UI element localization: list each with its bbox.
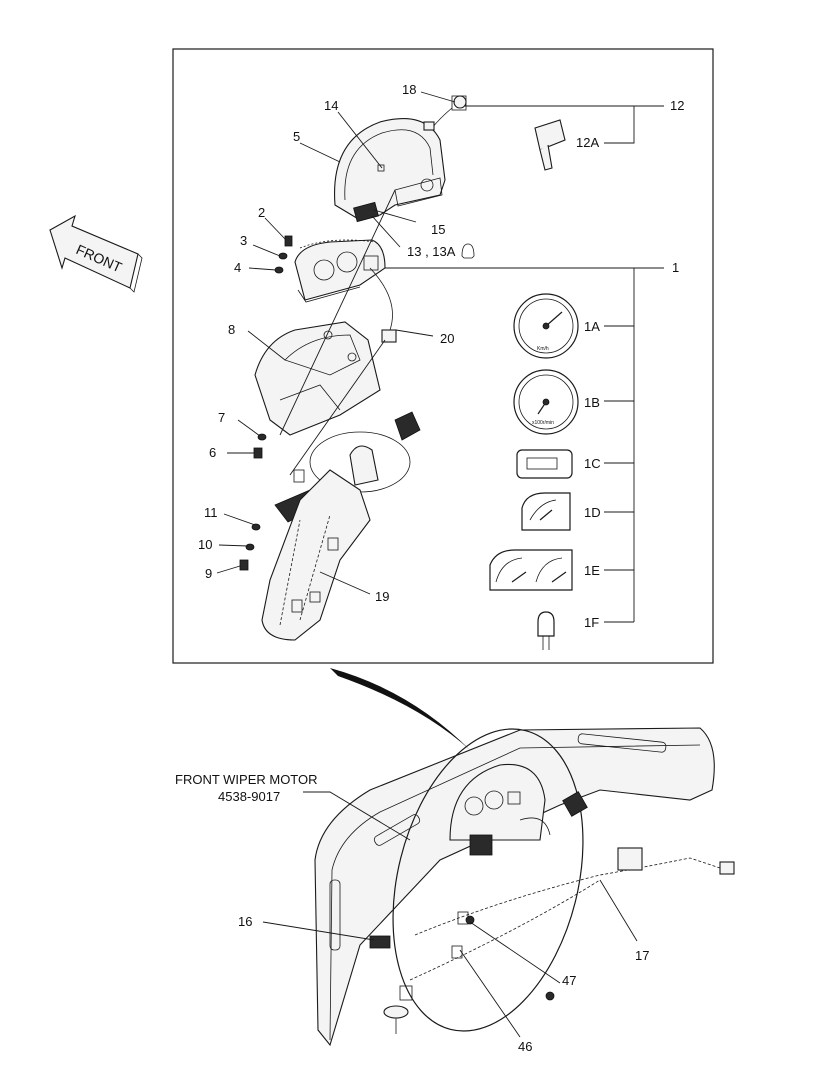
bulb-icon — [461, 243, 475, 259]
callout-5: 5 — [293, 129, 300, 144]
cluster-harness — [369, 267, 393, 331]
hour-meter-icon — [516, 449, 573, 479]
callout-7: 7 — [218, 410, 225, 425]
dash-cluster-view — [449, 763, 588, 856]
callout-1a: 1A — [584, 319, 600, 334]
callout-3: 3 — [240, 233, 247, 248]
instrument-cluster — [294, 239, 386, 303]
instrument-cover — [333, 118, 446, 223]
callout-8: 8 — [228, 322, 235, 337]
bracket-46b — [451, 945, 463, 959]
callout-12: 12 — [670, 98, 684, 113]
callout-14: 14 — [324, 98, 338, 113]
wiper-motor-part-number: 4538-9017 — [218, 789, 280, 804]
lower-cover — [254, 321, 381, 436]
callout-20: 20 — [440, 331, 454, 346]
callout-1b: 1B — [584, 395, 600, 410]
callout-12a: 12A — [576, 135, 599, 150]
temperature-gauge-icon — [521, 492, 571, 531]
nut-47b — [545, 991, 555, 1001]
callout-18: 18 — [402, 82, 416, 97]
callout-47: 47 — [562, 973, 576, 988]
dual-gauge-icon — [489, 549, 573, 591]
speedometer-unit: Km/h — [537, 346, 549, 352]
callout-10: 10 — [198, 537, 212, 552]
front-arrow-icon — [49, 214, 143, 293]
detail-frame — [172, 48, 714, 664]
tachometer-gauge — [513, 369, 579, 435]
lower-leader-lines — [262, 791, 638, 1038]
key-switch-harness — [423, 95, 467, 131]
callout-2: 2 — [258, 205, 265, 220]
dashboard-console — [314, 727, 715, 1047]
callout-17: 17 — [635, 948, 649, 963]
callout-16: 16 — [238, 914, 252, 929]
speedometer-gauge — [513, 293, 579, 359]
wiper-motor — [383, 985, 413, 1034]
switch-16 — [369, 935, 391, 949]
key-icon — [534, 119, 566, 171]
wiper-motor-title: FRONT WIPER MOTOR — [175, 772, 318, 787]
main-harness — [414, 857, 721, 936]
zoom-ellipse — [392, 728, 584, 1032]
callout-1d: 1D — [584, 505, 601, 520]
callout-1e: 1E — [584, 563, 600, 578]
callout-1c: 1C — [584, 456, 601, 471]
key-bracket-lines — [465, 105, 664, 144]
screw-set-middle — [253, 433, 267, 459]
callout-6: 6 — [209, 445, 216, 460]
tachometer-unit: x100r/min — [532, 420, 554, 426]
bulb-icon-1f — [537, 611, 555, 650]
callout-1f: 1F — [584, 615, 599, 630]
leader-lines — [216, 91, 456, 595]
main-harness-lower — [409, 879, 601, 981]
callout-4: 4 — [234, 260, 241, 275]
harness-connector — [617, 847, 643, 871]
detail-connection-swoosh — [330, 668, 470, 750]
callout-13-13a: 13 , 13A — [407, 244, 456, 259]
nut-47a — [465, 915, 475, 925]
callout-9: 9 — [205, 566, 212, 581]
callout-1: 1 — [672, 260, 679, 275]
callout-46: 46 — [518, 1039, 532, 1054]
callout-19: 19 — [375, 589, 389, 604]
screw-set-top — [274, 235, 293, 274]
callout-11: 11 — [204, 505, 218, 520]
steering-column — [261, 411, 421, 641]
harness-end-connector — [719, 861, 735, 875]
screw-set-bottom — [239, 523, 261, 571]
gauge-bracket-lines — [385, 267, 664, 623]
callout-15: 15 — [431, 222, 445, 237]
cluster-connector — [381, 329, 397, 343]
